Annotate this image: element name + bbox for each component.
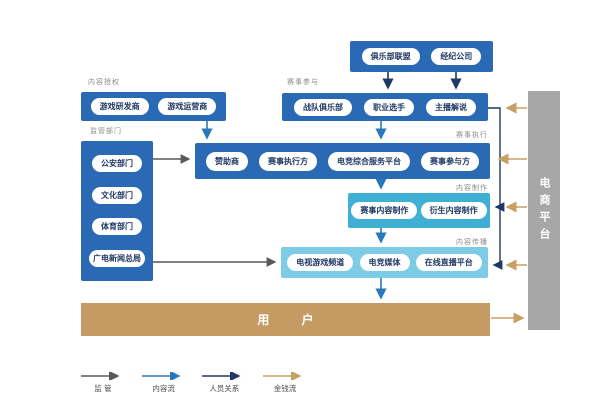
legend-label-money-flow: 金钱流: [273, 384, 297, 393]
node-event-participant: 赛事参与方: [421, 151, 479, 171]
node-sports-dept: 体育部门: [92, 218, 142, 236]
legend-item-content-flow: 内容流: [141, 372, 186, 394]
node-live-streaming-platform: 在线直播平台: [415, 254, 482, 271]
node-event-executor: 赛事执行方: [259, 151, 317, 171]
legend-item-supervision: 监 管: [81, 372, 125, 394]
node-sponsor: 赞助商: [206, 151, 248, 171]
legend-label-content-flow: 内容流: [152, 384, 175, 393]
node-esports-service-platform: 电竞综合服务平台: [328, 151, 410, 171]
users-label: 用 户: [257, 313, 328, 327]
node-game-developer: 游戏研发商: [90, 98, 149, 115]
legend-label-supervision: 监 管: [94, 384, 112, 393]
group-content-authorization: 游戏研发商 游戏运营商: [81, 92, 226, 121]
label-regulators: 监管部门: [90, 127, 122, 135]
money-flow-arrow-icon: [262, 372, 302, 380]
node-esports-media: 电竞媒体: [359, 254, 410, 271]
node-culture-dept: 文化部门: [92, 186, 142, 204]
node-derivative-content-production: 衍生内容制作: [420, 202, 487, 219]
label-content-authorization: 内容授权: [88, 78, 120, 86]
node-game-operator: 游戏运营商: [158, 98, 217, 115]
label-content-production: 内容制作: [456, 184, 488, 192]
group-top-orgs: 俱乐部联盟 经纪公司: [350, 41, 493, 72]
node-radio-tv-bureau: 广电新闻总局: [89, 249, 145, 267]
group-event-participation: 战队俱乐部 职业选手 主播解说: [282, 93, 488, 121]
group-regulators: 公安部门 文化部门 体育部门 广电新闻总局: [81, 141, 153, 281]
legend-item-personnel: 人员关系: [202, 372, 246, 394]
node-pro-player: 职业选手: [364, 98, 414, 116]
node-anchor-caster: 主播解说: [426, 98, 476, 116]
personnel-arrow-icon: [202, 372, 241, 380]
legend: 监 管 内容流 人员关系 金钱流: [81, 372, 307, 394]
node-team-club: 战队俱乐部: [294, 98, 352, 116]
label-event-participation: 赛事参与: [287, 78, 319, 86]
node-public-security-dept: 公安部门: [92, 155, 142, 173]
legend-item-money-flow: 金钱流: [262, 372, 307, 394]
group-event-execution: 赞助商 赛事执行方 电竞综合服务平台 赛事参与方: [195, 143, 490, 179]
label-content-distribution: 内容传播: [456, 238, 488, 246]
label-event-execution: 赛事执行: [456, 131, 488, 139]
group-content-distribution: 电视游戏频道 电竞媒体 在线直播平台: [281, 247, 488, 278]
node-tv-game-channel: 电视游戏频道: [287, 254, 354, 271]
ecommerce-platform-label: 电商平台: [538, 176, 551, 245]
supervision-arrow-icon: [81, 372, 120, 380]
users-bar: 用 户: [81, 303, 490, 336]
line-caster-right-rail: [488, 107, 501, 265]
legend-label-personnel: 人员关系: [209, 384, 240, 393]
node-event-content-production: 赛事内容制作: [351, 202, 418, 219]
node-agency-company: 经纪公司: [431, 48, 482, 65]
group-content-production: 赛事内容制作 衍生内容制作: [348, 193, 490, 228]
node-club-alliance: 俱乐部联盟: [361, 48, 420, 65]
ecommerce-platform-bar: 电商平台: [528, 91, 560, 330]
content-flow-arrow-icon: [141, 372, 181, 380]
